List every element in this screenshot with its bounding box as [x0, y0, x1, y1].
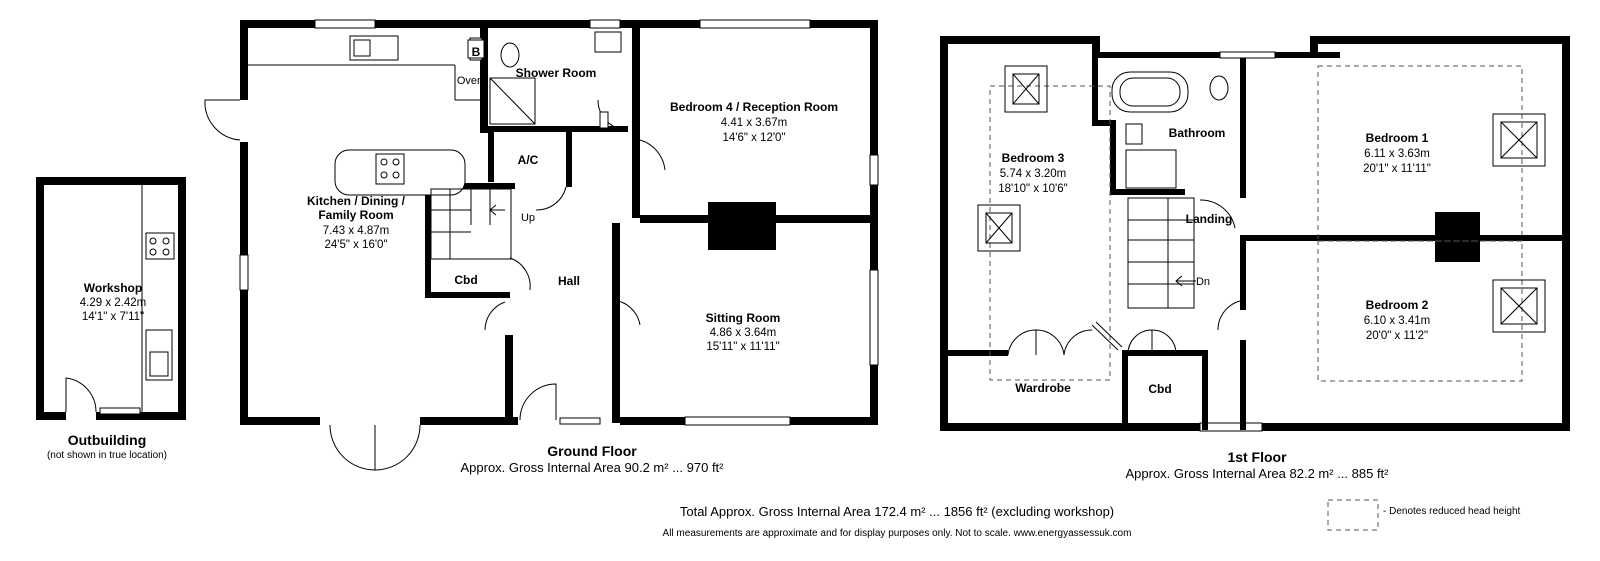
first-floor-plan [940, 36, 1570, 432]
cbd-name: Cbd [454, 273, 477, 287]
basin-icon [1125, 123, 1143, 145]
shower-tray-icon [1125, 149, 1177, 189]
boiler-label: B [472, 45, 481, 59]
shower-room-name: Shower Room [516, 66, 597, 80]
basin-icon [594, 31, 622, 53]
toilet-icon [500, 42, 520, 68]
bedroom4-name: Bedroom 4 / Reception Room [670, 100, 838, 114]
bedroom2-imperial: 20'0" x 11'2" [1366, 330, 1428, 342]
bathroom-name: Bathroom [1169, 126, 1226, 140]
landing-name: Landing [1186, 212, 1233, 226]
skylight-icon [977, 204, 1021, 252]
outbuilding-plan [36, 177, 186, 420]
reduced-head-height-legend-icon [1327, 499, 1379, 531]
workshop-metric: 4.29 x 2.42m [80, 297, 146, 309]
island-hob-icon [375, 153, 405, 185]
total-area: Total Approx. Gross Internal Area 172.4 … [680, 504, 1114, 519]
outbuilding-title: Outbuilding [68, 432, 147, 448]
ground-floor-stairs [430, 188, 512, 260]
kitchen-imperial: 24'5" x 16'0" [324, 239, 387, 251]
bedroom3-imperial: 18'10" x 10'6" [998, 183, 1067, 195]
ac-name: A/C [518, 153, 539, 167]
up-label: Up [521, 212, 535, 224]
toilet-icon [1209, 75, 1229, 101]
outbuilding-note: (not shown in true location) [47, 450, 167, 461]
oven-label: Oven [457, 75, 483, 87]
hob-icon [145, 232, 175, 260]
sitting-room-metric: 4.86 x 3.64m [710, 327, 776, 339]
ground-floor-plan [204, 19, 879, 471]
bedroom1-metric: 6.11 x 3.63m [1364, 148, 1430, 160]
first-floor-area: Approx. Gross Internal Area 82.2 m² ... … [1125, 466, 1389, 481]
hall-name: Hall [558, 274, 580, 288]
workshop-imperial: 14'1" x 7'11" [82, 311, 144, 323]
bedroom2-metric: 6.10 x 3.41m [1364, 315, 1430, 327]
skylight-icon [1004, 65, 1048, 113]
dn-label: Dn [1196, 276, 1210, 288]
skylight-icon [1492, 279, 1546, 333]
legend-text: - Denotes reduced head height [1383, 506, 1521, 517]
bedroom2-name: Bedroom 2 [1366, 298, 1429, 312]
first-floor-cbd-name: Cbd [1148, 382, 1171, 396]
first-floor-title: 1st Floor [1227, 449, 1287, 465]
disclaimer: All measurements are approximate and for… [663, 528, 1132, 539]
bedroom1-name: Bedroom 1 [1366, 131, 1429, 145]
ground-floor-area: Approx. Gross Internal Area 90.2 m² ... … [460, 460, 724, 475]
kitchen-metric: 7.43 x 4.87m [323, 225, 389, 237]
sitting-room-name: Sitting Room [706, 311, 781, 325]
kitchen-name-2: Family Room [318, 208, 393, 222]
bedroom4-imperial: 14'6" x 12'0" [722, 132, 785, 144]
first-floor-stairs [1127, 197, 1196, 309]
ground-floor-title: Ground Floor [547, 443, 637, 459]
skylight-icon [1492, 113, 1546, 167]
kitchen-name-1: Kitchen / Dining / [307, 194, 406, 208]
bath-icon [1111, 71, 1189, 113]
bedroom1-imperial: 20'1" x 11'11" [1363, 163, 1431, 175]
sitting-room-imperial: 15'11" x 11'11" [706, 341, 779, 353]
bedroom3-name: Bedroom 3 [1002, 151, 1065, 165]
door-icon [65, 377, 97, 413]
workshop-name: Workshop [84, 281, 142, 295]
bedroom4-metric: 4.41 x 3.67m [721, 117, 787, 129]
bedroom3-metric: 5.74 x 3.20m [1000, 168, 1066, 180]
wardrobe-name: Wardrobe [1015, 381, 1071, 395]
